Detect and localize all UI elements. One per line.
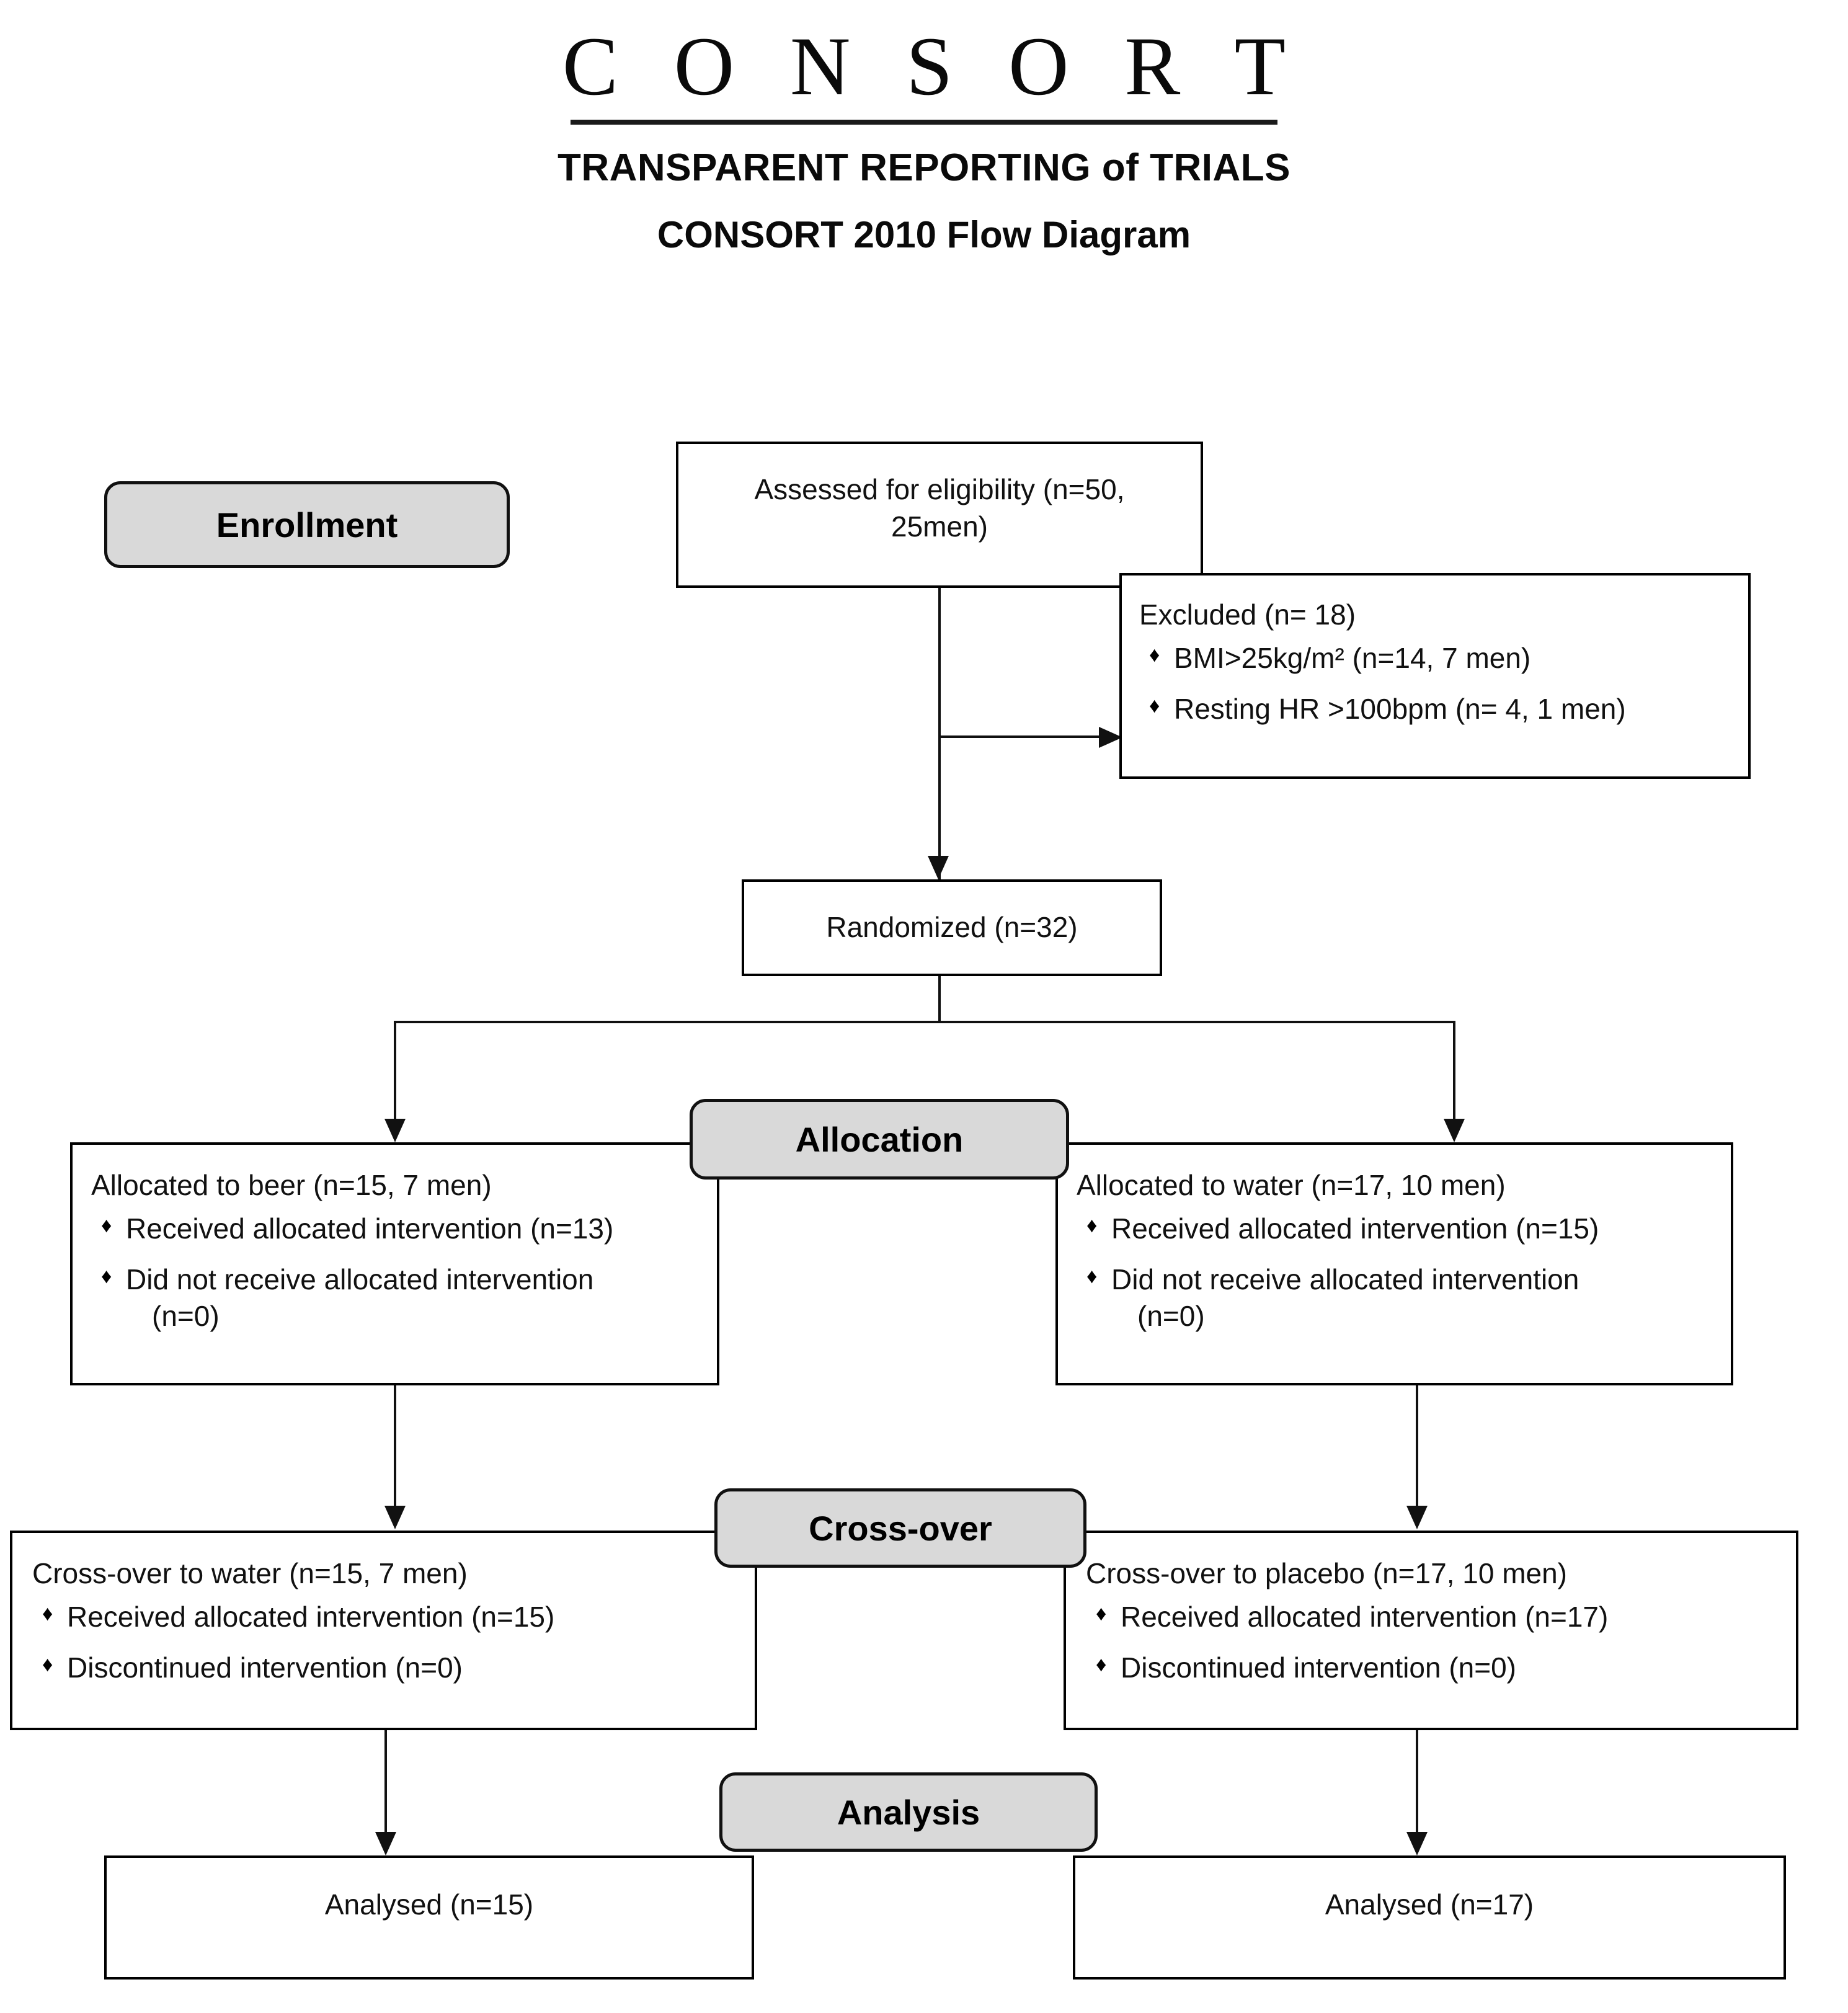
consort-logo-wordmark: C O N S O R T	[562, 20, 1304, 113]
analysed-left-text: Analysed (n=15)	[324, 1888, 534, 1921]
crossover-placebo-bullet-list: Received allocated intervention (n=17) D…	[1086, 1599, 1782, 1687]
excluded-bullet-text: Resting HR >100bpm (n= 4, 1 men)	[1174, 692, 1626, 725]
arrowhead-crossover-right	[1406, 1506, 1428, 1529]
crossover-water-bullet-text: Received allocated intervention (n=15)	[67, 1600, 555, 1633]
connector-assessed-to-excluded	[938, 735, 1101, 738]
arrowhead-allocation-left	[384, 1119, 406, 1142]
box-analysed-left: Analysed (n=15)	[104, 1855, 754, 1980]
excluded-lead: Excluded (n= 18)	[1139, 598, 1356, 631]
arrowhead-analysis-right	[1406, 1832, 1428, 1855]
arrowhead-analysis-left	[375, 1832, 396, 1855]
stage-label-allocation: Allocation	[690, 1099, 1069, 1180]
allocated-water-bullet-text: Received allocated intervention (n=15)	[1111, 1212, 1599, 1245]
arrowhead-allocation-right	[1444, 1119, 1465, 1142]
stage-label-analysis: Analysis	[719, 1772, 1098, 1852]
box-crossover-water: Cross-over to water (n=15, 7 men) Receiv…	[10, 1531, 757, 1730]
randomized-text: Randomized (n=32)	[826, 911, 1078, 943]
arrowhead-to-excluded	[1099, 727, 1122, 748]
box-randomized: Randomized (n=32)	[742, 879, 1162, 976]
crossover-placebo-bullet-item: Received allocated intervention (n=17)	[1086, 1599, 1782, 1636]
allocated-water-bullet-list: Received allocated intervention (n=15) D…	[1077, 1211, 1717, 1335]
allocated-water-bullet-text: Did not receive allocated intervention	[1111, 1263, 1579, 1295]
crossover-placebo-lead: Cross-over to placebo (n=17, 10 men)	[1086, 1557, 1568, 1589]
crossover-water-lead: Cross-over to water (n=15, 7 men)	[32, 1557, 468, 1589]
allocated-beer-bullet-item: Received allocated intervention (n=13)	[91, 1211, 703, 1248]
allocated-water-bullet-continuation: (n=0)	[1137, 1300, 1205, 1333]
box-analysed-right: Analysed (n=17)	[1073, 1855, 1786, 1980]
stage-label-enrollment: Enrollment	[104, 481, 510, 568]
assessed-text: Assessed for eligibility (n=50, 25men)	[754, 473, 1125, 543]
connector-allocation-left-drop	[394, 1021, 396, 1121]
crossover-water-bullet-item: Received allocated intervention (n=15)	[32, 1599, 741, 1636]
crossover-placebo-bullet-text: Discontinued intervention (n=0)	[1121, 1651, 1516, 1684]
arrowhead-to-randomized	[928, 856, 949, 879]
allocated-beer-bullet-continuation: (n=0)	[152, 1300, 220, 1333]
allocated-beer-bullet-list: Received allocated intervention (n=13) D…	[91, 1211, 703, 1335]
allocated-beer-bullet-text: Did not receive allocated intervention	[126, 1263, 594, 1295]
stage-label-crossover: Cross-over	[714, 1488, 1086, 1568]
crossover-water-bullet-item: Discontinued intervention (n=0)	[32, 1650, 741, 1687]
stage-label-crossover-text: Cross-over	[809, 1508, 992, 1548]
crossover-placebo-bullet-item: Discontinued intervention (n=0)	[1086, 1650, 1782, 1687]
page-title: CONSORT 2010 Flow Diagram	[657, 214, 1191, 256]
allocated-beer-bullet-item: Did not receive allocated intervention (…	[91, 1261, 703, 1336]
connector-randomized-down	[938, 976, 941, 1023]
arrowhead-crossover-left	[384, 1506, 406, 1529]
allocated-beer-lead: Allocated to beer (n=15, 7 men)	[91, 1169, 492, 1201]
analysed-right-text: Analysed (n=17)	[1325, 1888, 1534, 1921]
connector-allocation-right-drop	[1453, 1021, 1455, 1121]
crossover-water-bullet-text: Discontinued intervention (n=0)	[67, 1651, 463, 1684]
stage-label-enrollment-text: Enrollment	[216, 505, 398, 544]
allocated-water-lead: Allocated to water (n=17, 10 men)	[1077, 1169, 1506, 1201]
logo-divider-rule	[571, 120, 1277, 125]
consort-tagline: TRANSPARENT REPORTING of TRIALS	[558, 146, 1290, 189]
allocated-water-bullet-item: Received allocated intervention (n=15)	[1077, 1211, 1717, 1248]
excluded-bullet-item: Resting HR >100bpm (n= 4, 1 men)	[1139, 691, 1732, 728]
stage-label-analysis-text: Analysis	[837, 1792, 980, 1832]
connector-crossover-left-to-analysis	[384, 1730, 387, 1834]
box-allocated-water: Allocated to water (n=17, 10 men) Receiv…	[1055, 1142, 1733, 1385]
box-assessed-for-eligibility: Assessed for eligibility (n=50, 25men)	[676, 442, 1203, 588]
box-excluded: Excluded (n= 18) BMI>25kg/m² (n=14, 7 me…	[1119, 573, 1751, 779]
connector-water-to-crossover	[1416, 1385, 1418, 1508]
connector-beer-to-crossover	[394, 1385, 396, 1508]
allocated-beer-bullet-text: Received allocated intervention (n=13)	[126, 1212, 614, 1245]
excluded-bullet-list: BMI>25kg/m² (n=14, 7 men) Resting HR >10…	[1139, 640, 1732, 728]
box-crossover-placebo: Cross-over to placebo (n=17, 10 men) Rec…	[1064, 1531, 1798, 1730]
excluded-bullet-item: BMI>25kg/m² (n=14, 7 men)	[1139, 640, 1732, 677]
connector-crossover-right-to-analysis	[1416, 1730, 1418, 1834]
box-allocated-beer: Allocated to beer (n=15, 7 men) Received…	[70, 1142, 719, 1385]
crossover-water-bullet-list: Received allocated intervention (n=15) D…	[32, 1599, 741, 1687]
consort-header: C O N S O R T TRANSPARENT REPORTING of T…	[0, 25, 1848, 256]
excluded-bullet-text: BMI>25kg/m² (n=14, 7 men)	[1174, 641, 1531, 674]
stage-label-allocation-text: Allocation	[795, 1119, 964, 1159]
connector-allocation-split-bar	[394, 1021, 1455, 1023]
connector-assessed-to-randomized	[938, 588, 941, 879]
allocated-water-bullet-item: Did not receive allocated intervention (…	[1077, 1261, 1717, 1336]
crossover-placebo-bullet-text: Received allocated intervention (n=17)	[1121, 1600, 1609, 1633]
